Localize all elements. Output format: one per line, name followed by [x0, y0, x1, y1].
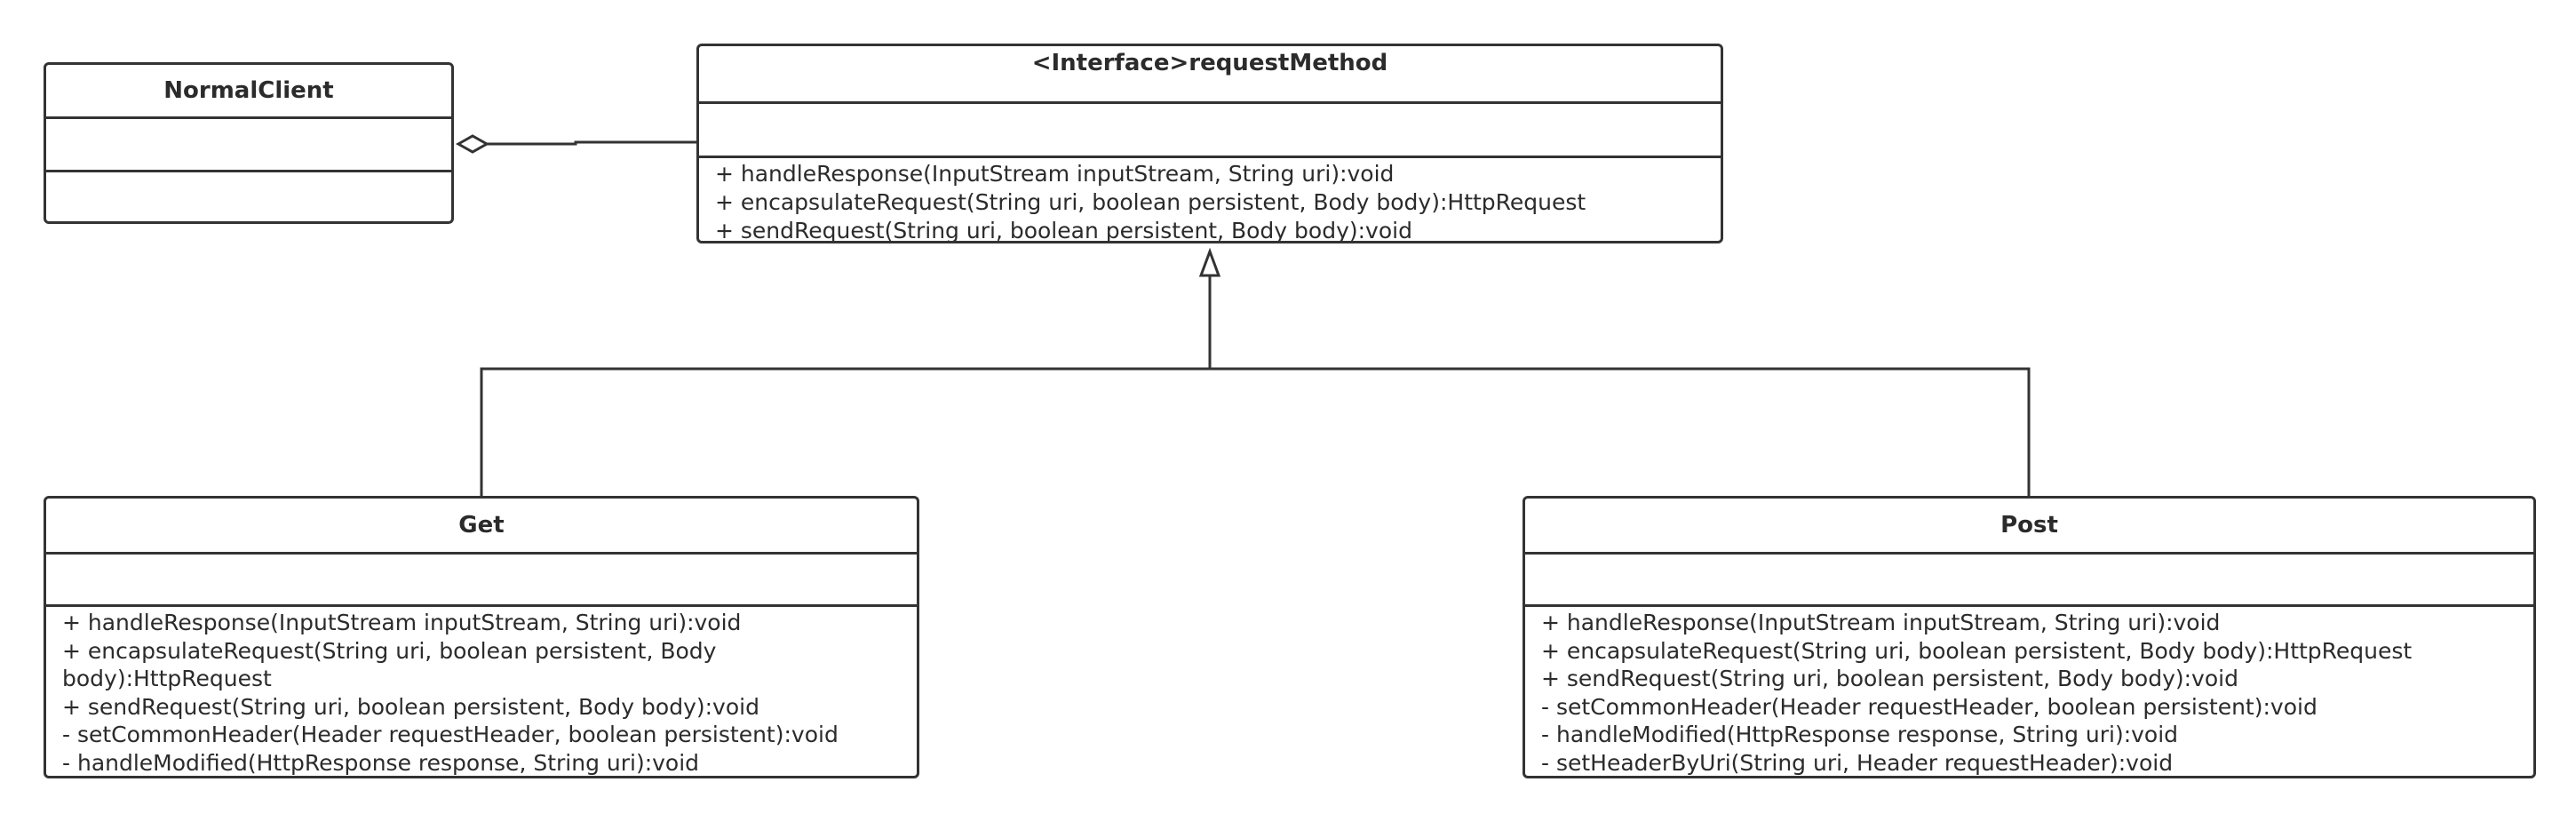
operation: + handleResponse(InputStream inputStream… [1541, 610, 2221, 635]
operation: + sendRequest(String uri, boolean persis… [715, 218, 1412, 243]
operation: - setCommonHeader(Header requestHeader, … [62, 722, 839, 747]
class-name: NormalClient [46, 65, 451, 119]
operation: - setHeaderByUri(String uri, Header requ… [1541, 749, 2174, 776]
class-operations: + handleResponse(InputStream inputStream… [1525, 607, 2533, 776]
class-name: Get [46, 499, 917, 555]
operation: + encapsulateRequest(String uri, boolean… [1541, 637, 2413, 664]
realization-line-get [480, 275, 1212, 498]
operation: + handleResponse(InputStream inputStream… [62, 610, 742, 635]
class-normal-client[interactable]: NormalClient [44, 62, 454, 224]
class-get[interactable]: Get + handleResponse(InputStream inputSt… [44, 496, 919, 778]
class-operations: + handleResponse(InputStream inputStream… [699, 158, 1721, 243]
operation: + encapsulateRequest(String uri, boolean… [62, 637, 717, 664]
class-post[interactable]: Post + handleResponse(InputStream inputS… [1523, 496, 2536, 778]
operation: - setCommonHeader(Header requestHeader, … [1541, 693, 2318, 720]
class-operations: + handleResponse(InputStream inputStream… [46, 607, 917, 776]
class-attributes [46, 555, 917, 607]
class-name: Post [1525, 499, 2533, 555]
operation: + sendRequest(String uri, boolean persis… [1541, 666, 2238, 691]
aggregation-diamond [455, 134, 490, 154]
realization-arrowhead [1198, 247, 1221, 277]
operation: - handleModified(HttpResponse response, … [62, 749, 700, 776]
class-name: <Interface>requestMethod [699, 46, 1721, 104]
operation: body):HttpRequest [62, 666, 272, 691]
operation: + sendRequest(String uri, boolean persis… [62, 693, 759, 720]
realization-line-post [1210, 367, 2031, 498]
operation: + encapsulateRequest(String uri, boolean… [715, 189, 1586, 215]
operation: + handleResponse(InputStream inputStream… [715, 161, 1395, 187]
aggregation-line [487, 140, 698, 146]
class-attributes [46, 119, 451, 172]
class-request-method[interactable]: <Interface>requestMethod + handleRespons… [696, 44, 1723, 243]
class-attributes [1525, 555, 2533, 607]
class-attributes [699, 104, 1721, 158]
operation: - handleModified(HttpResponse response, … [1541, 722, 2179, 747]
